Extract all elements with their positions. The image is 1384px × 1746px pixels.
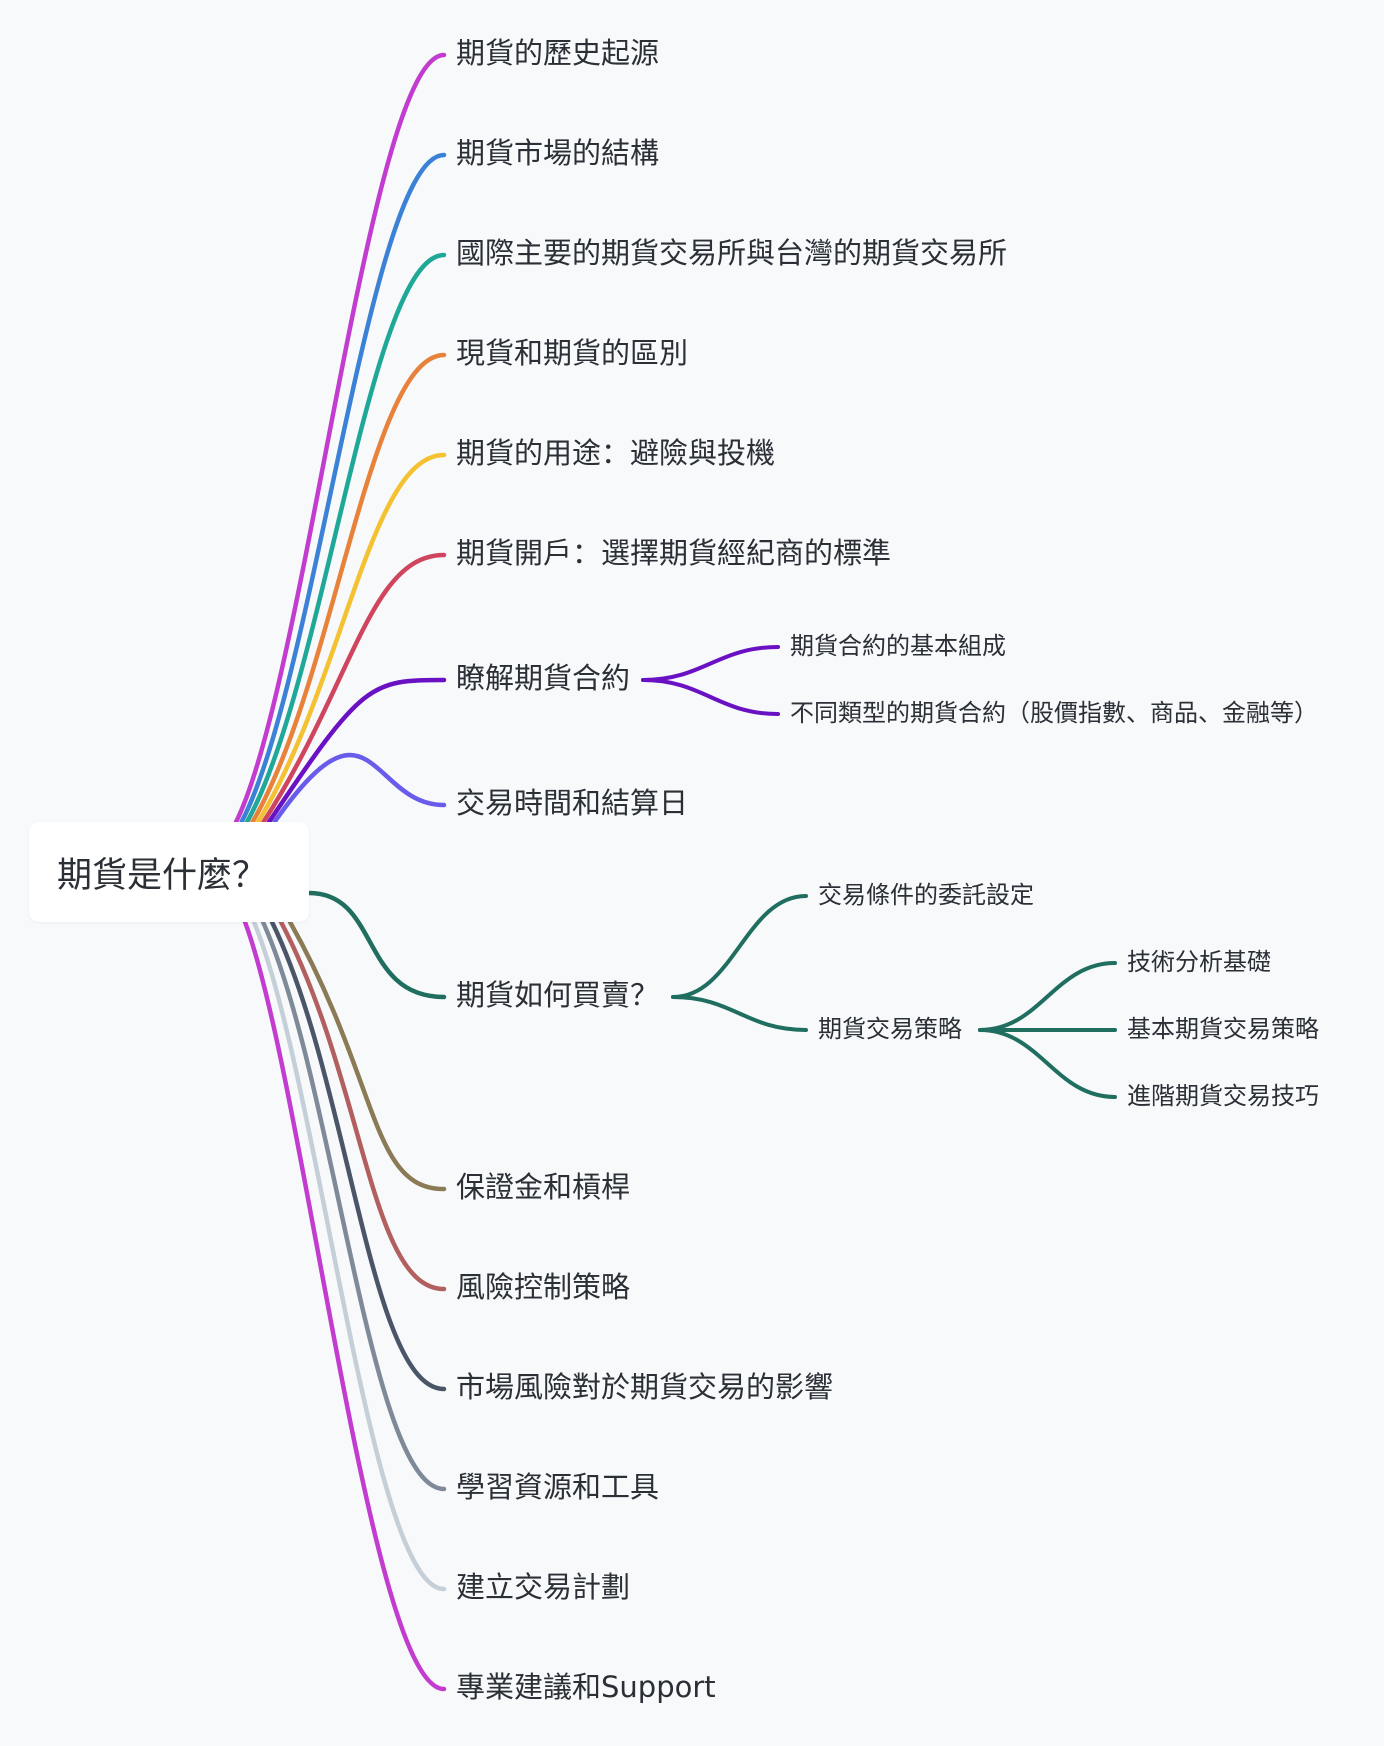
branch-connector-6 [261,552,447,825]
branch-node-2[interactable]: 期貨市場的結構 [456,136,660,171]
branch-node-4[interactable]: 現貨和期貨的區別 [456,336,689,371]
sub-node-9-2[interactable]: 期貨交易策略 [818,1014,962,1043]
leaf-connector-1 [978,961,1117,1032]
sub-connector-7-1 [641,645,780,682]
branch-node-13[interactable]: 學習資源和工具 [456,1470,660,1505]
branch-connector-10 [287,919,447,1192]
branch-connector-4 [250,352,447,825]
branch-node-8[interactable]: 交易時間和結算日 [456,786,689,821]
branch-node-14[interactable]: 建立交易計劃 [456,1570,631,1605]
branch-node-10[interactable]: 保證金和槓桿 [456,1170,631,1205]
branch-node-1[interactable]: 期貨的歷史起源 [456,36,660,71]
sub-connector-9-2 [671,995,808,1032]
branch-connector-2 [239,152,447,825]
branch-connector-12 [269,919,447,1392]
branch-node-6[interactable]: 期貨開戶：選擇期貨經紀商的標準 [456,536,892,571]
leaf-connector-3 [978,1028,1117,1099]
branch-connector-15 [242,919,447,1692]
branch-node-5[interactable]: 期貨的用途：避險與投機 [456,436,776,471]
sub-connector-7-2 [641,678,780,716]
branch-connector-14 [251,919,447,1592]
branch-connector-1 [233,52,447,825]
branch-node-7[interactable]: 瞭解期貨合約 [456,661,631,696]
branch-connector-3 [244,252,447,825]
branch-connector-8 [272,752,447,825]
branch-node-11[interactable]: 風險控制策略 [456,1270,631,1305]
branch-node-15[interactable]: 專業建議和Support [456,1670,716,1705]
branch-node-9[interactable]: 期貨如何買賣？ [456,978,660,1013]
branch-connector-9 [306,890,447,1000]
branch-connector-5 [255,452,447,825]
branch-connector-7 [266,677,447,825]
sub-node-7-2[interactable]: 不同類型的期貨合約（股價指數、商品、金融等） [790,698,1318,727]
leaf-node-1[interactable]: 技術分析基礎 [1127,947,1271,976]
leaf-node-3[interactable]: 進階期貨交易技巧 [1127,1081,1319,1110]
branch-connector-13 [260,919,447,1492]
branch-node-12[interactable]: 市場風險對於期貨交易的影響 [456,1370,834,1405]
branch-node-3[interactable]: 國際主要的期貨交易所與台灣的期貨交易所 [456,236,1008,271]
root-node[interactable]: 期貨是什麼？ [29,822,309,922]
sub-node-7-1[interactable]: 期貨合約的基本組成 [790,631,1006,660]
root-node-label: 期貨是什麼？ [57,855,268,896]
leaf-node-2[interactable]: 基本期貨交易策略 [1127,1014,1319,1043]
branch-connector-11 [278,919,447,1292]
sub-connector-9-1 [671,894,808,999]
sub-node-9-1[interactable]: 交易條件的委託設定 [818,880,1034,909]
